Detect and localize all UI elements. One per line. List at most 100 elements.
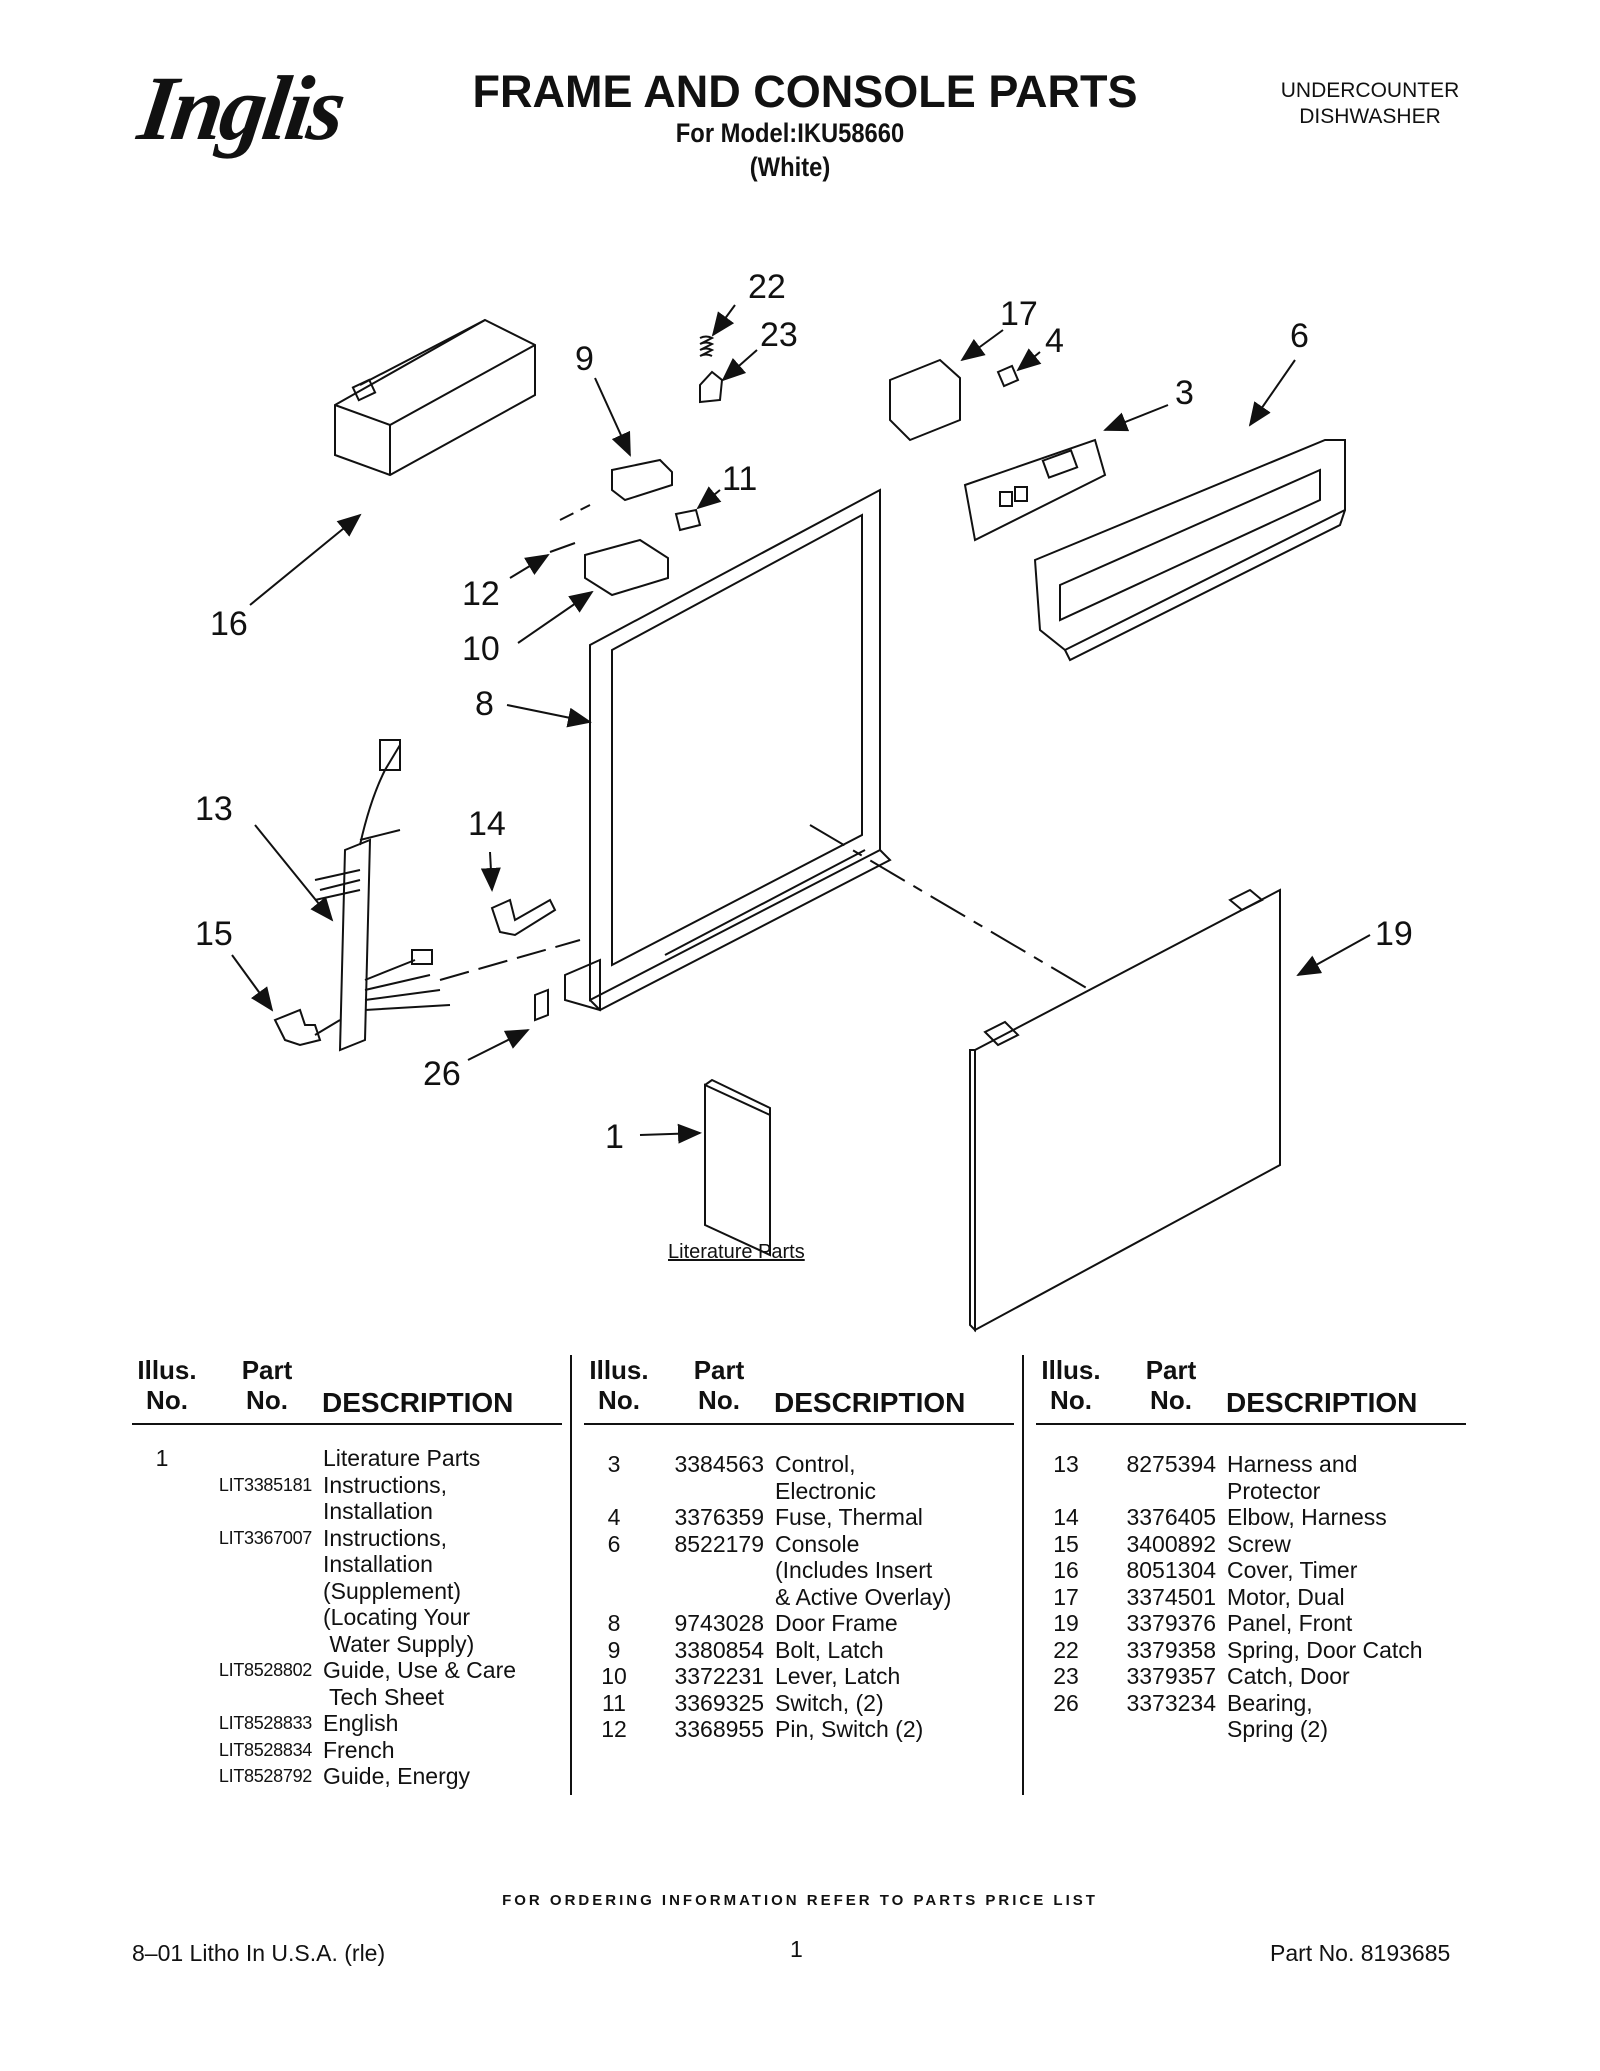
callout-6: 6 — [1290, 317, 1309, 355]
illus-number-cell: 15 — [1053, 1530, 1079, 1557]
illus-number-cell: 26 — [1053, 1689, 1079, 1716]
illus-number-cell — [1036, 1478, 1096, 1505]
callout-12: 12 — [462, 575, 500, 613]
description-cell: Instructions, — [323, 1471, 447, 1498]
illus-number-cell: 1 — [155, 1445, 169, 1471]
illus-number-cell — [132, 1710, 192, 1737]
product-line-2: DISHWASHER — [1299, 105, 1441, 128]
description-cell: Catch, Door — [1227, 1663, 1350, 1689]
part-number-cell: 3376359 — [674, 1504, 764, 1530]
part-number-cell: 3369325 — [674, 1689, 764, 1716]
part-number-cell: 8051304 — [1126, 1557, 1216, 1583]
callout-14: 14 — [468, 805, 506, 843]
illus-number-cell: 16 — [1053, 1557, 1079, 1583]
illus-number-cell: 11 — [602, 1689, 626, 1716]
part-number-cell — [192, 1684, 312, 1711]
illus-number-cell — [132, 1604, 192, 1631]
table-row: (Locating Your — [132, 1604, 562, 1631]
callout-23: 23 — [760, 316, 798, 354]
table-row: (Includes Insert — [584, 1557, 1014, 1584]
part-number-cell: 3373234 — [1126, 1689, 1216, 1716]
part-number-cell — [192, 1551, 312, 1578]
description-cell: Guide, Energy — [323, 1763, 471, 1789]
part-number-cell — [1096, 1716, 1216, 1743]
callout-22: 22 — [748, 268, 786, 306]
table-row: Water Supply) — [132, 1631, 562, 1658]
part-number-cell: 3379357 — [1126, 1663, 1216, 1689]
callout-8: 8 — [475, 685, 494, 723]
description-cell: (Locating Your — [323, 1604, 471, 1630]
description-cell: Harness and — [1227, 1451, 1358, 1477]
illus-no-header: Illus.No. — [1041, 1355, 1101, 1415]
harness-elbow-part — [490, 898, 557, 937]
part-number-cell — [192, 1604, 312, 1631]
illus-number-cell — [1036, 1716, 1096, 1743]
part-number-cell: 3368955 — [674, 1716, 764, 1742]
table-row: Tech Sheet — [132, 1684, 562, 1711]
description-cell: Bolt, Latch — [775, 1636, 884, 1663]
illus-number-cell — [584, 1557, 644, 1584]
thermal-fuse-part — [996, 364, 1020, 388]
illus-number-cell: 8 — [607, 1610, 621, 1636]
description-cell: (Supplement) — [323, 1577, 462, 1604]
description-cell: Tech Sheet — [323, 1683, 445, 1710]
part-number-cell — [644, 1557, 764, 1584]
model-line: For Model:IKU58660 — [675, 118, 905, 148]
description-header: DESCRIPTION — [322, 1387, 514, 1418]
illus-number-cell: 22 — [1053, 1636, 1079, 1663]
illus-number-cell: 23 — [1053, 1663, 1079, 1689]
console-part — [1033, 439, 1346, 662]
column-divider — [1022, 1355, 1024, 1795]
harness-part — [314, 739, 451, 1052]
table-row: Installation — [132, 1551, 562, 1578]
callout-11: 11 — [722, 460, 757, 498]
callout-9: 9 — [575, 340, 594, 378]
part-number-cell: LIT8528833 — [218, 1713, 312, 1733]
description-cell: Installation — [323, 1498, 433, 1524]
description-cell: Spring (2) — [1227, 1716, 1328, 1742]
part-number-cell: 3379376 — [1126, 1610, 1216, 1636]
part-number-cell: 3374501 — [1126, 1583, 1216, 1610]
screw-connector-line — [314, 1019, 341, 1036]
callout-17: 17 — [1000, 295, 1038, 333]
illus-no-header: Illus.No. — [137, 1355, 197, 1415]
description-cell: Console — [775, 1530, 860, 1557]
latch-lever-part — [584, 538, 669, 597]
illus-number-cell — [132, 1578, 192, 1605]
description-cell: Cover, Timer — [1227, 1557, 1358, 1583]
door-catch-part — [699, 370, 724, 404]
front-panel-part — [969, 888, 1281, 1333]
exploded-parts-diagram: 22 23 17 4 6 9 11 3 16 12 10 8 13 14 15 … — [195, 268, 1413, 1333]
page-number: 1 — [790, 1936, 803, 1962]
part-number-cell: 3379358 — [1126, 1636, 1216, 1663]
illus-number-cell — [132, 1631, 192, 1658]
illus-number-cell: 4 — [607, 1504, 621, 1530]
part-number-cell — [1096, 1478, 1216, 1505]
part-number-cell — [192, 1631, 312, 1658]
callout-3: 3 — [1175, 374, 1194, 412]
door-frame-part — [564, 488, 892, 1012]
description-header: DESCRIPTION — [774, 1387, 966, 1418]
table-row: & Active Overlay) — [584, 1584, 1014, 1611]
document-part-number: Part No. 8193685 — [1270, 1940, 1451, 1966]
part-number-cell: 8522179 — [674, 1530, 764, 1557]
illus-number-cell: 12 — [601, 1716, 627, 1742]
ordering-note: FOR ORDERING INFORMATION REFER TO PARTS … — [502, 1892, 1098, 1909]
illus-number-cell — [584, 1584, 644, 1611]
